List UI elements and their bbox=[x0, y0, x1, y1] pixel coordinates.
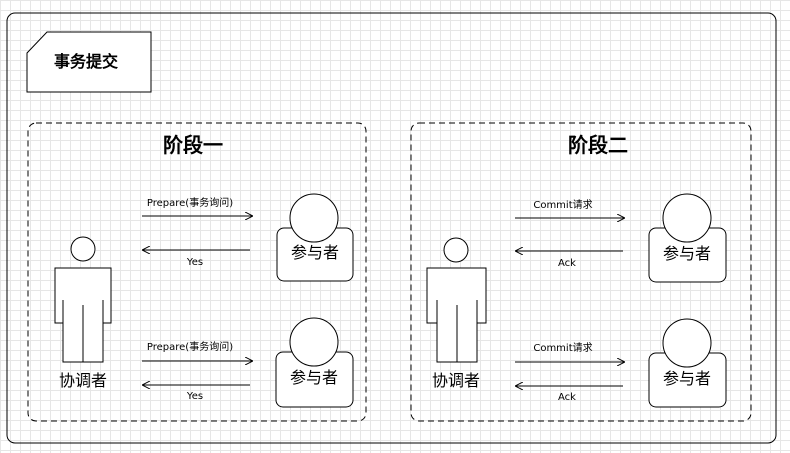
title-tab: 事务提交 bbox=[26, 31, 152, 93]
response-label: Ack bbox=[558, 392, 576, 403]
participant-label: 参与者 bbox=[663, 244, 711, 263]
response-label: Ack bbox=[558, 258, 576, 269]
phase-2-group: 阶段二 协调者 参与者 Commit请求 Ack 参与者 Commit请求 bbox=[410, 122, 752, 422]
diagram-title: 事务提交 bbox=[54, 52, 118, 71]
request-label: Commit请求 bbox=[533, 198, 592, 211]
participant-node: 参与者 bbox=[275, 317, 354, 408]
coordinator-actor: 协调者 bbox=[54, 236, 112, 390]
coordinator-head bbox=[443, 237, 469, 263]
response-label: Yes bbox=[186, 257, 203, 268]
request-label: Prepare(事务询问) bbox=[147, 340, 233, 353]
participant-head bbox=[662, 318, 712, 368]
participant-node: 参与者 bbox=[648, 318, 727, 408]
outer-frame bbox=[6, 12, 777, 444]
coordinator-label: 协调者 bbox=[432, 371, 480, 390]
coordinator-head bbox=[70, 236, 96, 262]
phase-1-frame bbox=[27, 122, 367, 422]
response-label: Yes bbox=[186, 391, 203, 402]
phase-1-title: 阶段一 bbox=[163, 133, 223, 157]
participant-label: 参与者 bbox=[663, 369, 711, 388]
participant-label: 参与者 bbox=[290, 368, 338, 387]
participant-node: 参与者 bbox=[276, 193, 354, 282]
participant-node: 参与者 bbox=[648, 193, 727, 283]
coordinator-label: 协调者 bbox=[59, 371, 107, 390]
participant-label: 参与者 bbox=[291, 243, 339, 262]
participant-head bbox=[662, 193, 712, 243]
phase-1-group: 阶段一 协调者 参与者 Prepare(事务询问) Yes 参与者 Prepar… bbox=[27, 122, 367, 422]
coordinator-actor: 协调者 bbox=[426, 237, 487, 390]
participant-head bbox=[289, 317, 339, 367]
request-label: Commit请求 bbox=[533, 341, 592, 354]
participant-head bbox=[289, 193, 339, 243]
phase-2-frame bbox=[410, 122, 752, 422]
request-label: Prepare(事务询问) bbox=[147, 196, 233, 209]
phase-2-title: 阶段二 bbox=[568, 133, 628, 157]
